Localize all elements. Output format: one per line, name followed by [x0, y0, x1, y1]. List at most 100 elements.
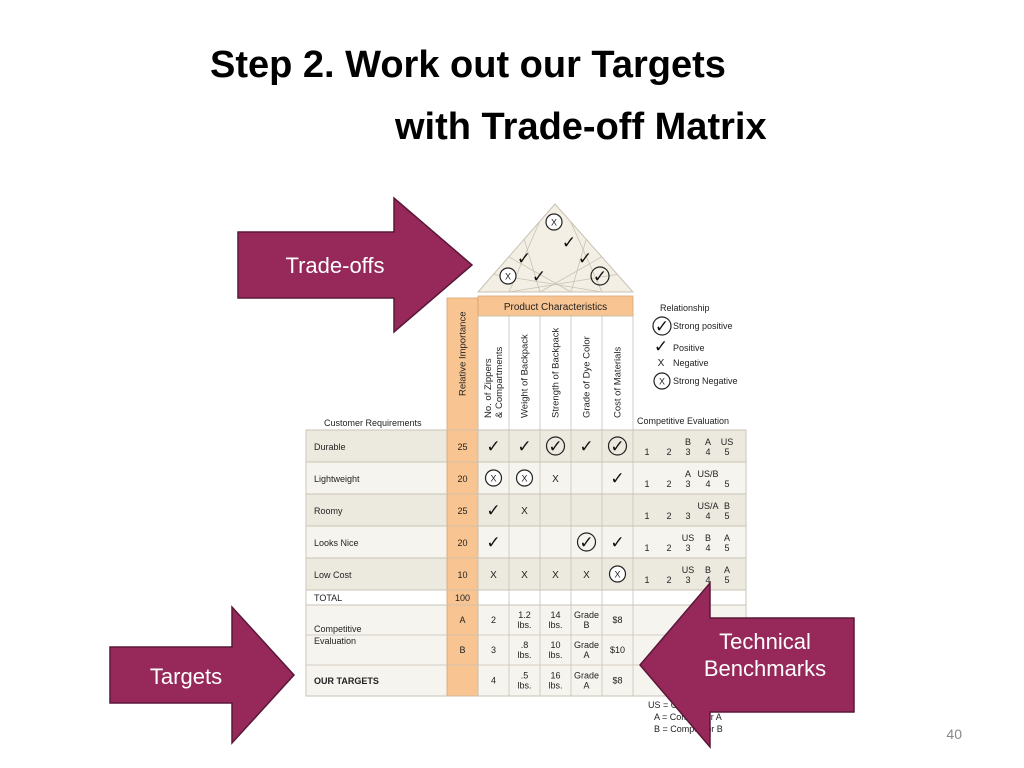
benchmark-value: Grade — [574, 610, 599, 620]
evaluation-scale-value: 1 — [644, 543, 649, 553]
legend-positive-icon: ✓ — [654, 337, 668, 357]
importance-value: 25 — [457, 506, 467, 516]
relationship-mark-strong-positive-icon — [545, 436, 566, 456]
relationship-mark-negative-icon: X — [490, 570, 497, 581]
roof-mark-positive-icon: ✓ — [578, 249, 592, 269]
evaluation-scale-value: 2 — [666, 511, 671, 521]
relationship-mark-strong-negative-icon: X — [521, 474, 527, 484]
characteristic-header: Grade of Dye Color — [582, 336, 593, 418]
roof-grid-line — [508, 256, 572, 293]
roof-grid-line — [570, 239, 587, 293]
evaluation-scale-value: 4 — [705, 447, 710, 457]
characteristic-header: Cost of Materials — [613, 346, 624, 418]
relationship-mark-strong-negative-icon: X — [490, 474, 496, 484]
requirement-row-band — [305, 525, 747, 559]
evaluation-competitor-mark: B — [685, 437, 691, 447]
evaluation-scale-value: 4 — [705, 543, 710, 553]
relationship-mark-positive-icon: ✓ — [579, 437, 593, 457]
evaluation-scale-value: 3 — [685, 511, 690, 521]
roof-mark-strong-positive-icon: ✓ — [593, 267, 607, 287]
roof-grid-line — [523, 239, 541, 293]
evaluation-scale-value: 1 — [644, 511, 649, 521]
relationship-mark-strong-positive-icon — [607, 436, 628, 456]
target-value: lbs. — [517, 681, 531, 691]
roof-mark-strong-negative-icon: X — [505, 272, 511, 282]
benchmark-value: $8 — [612, 615, 622, 625]
relationship-mark-negative-icon: X — [552, 570, 559, 581]
roof-grid-line — [539, 256, 602, 293]
slide-title-line2: with Trade-off Matrix — [395, 106, 767, 148]
roof-grid-line — [508, 274, 618, 293]
evaluation-competitor-mark: US — [682, 533, 695, 543]
target-value: .5 — [521, 671, 529, 681]
relationship-mark-strong-negative-icon — [515, 469, 534, 487]
benchmark-value: A — [583, 650, 589, 660]
evaluation-scale-value: 2 — [666, 479, 671, 489]
benchmarks-arrow — [639, 580, 855, 750]
roof-mark-strong-negative-icon: X — [551, 218, 557, 228]
evaluation-scale-value: 5 — [724, 543, 729, 553]
page-number: 40 — [946, 726, 962, 742]
total-label: TOTAL — [314, 593, 342, 603]
legend-strong-negative-icon — [653, 372, 671, 390]
relationship-mark-strong-positive-icon: ✓ — [610, 437, 624, 457]
target-value: Grade — [574, 671, 599, 681]
importance-value: 25 — [457, 442, 467, 452]
relationship-mark-strong-positive-icon — [576, 532, 597, 552]
benchmark-value: 14 — [550, 610, 560, 620]
relationship-mark-positive-icon: ✓ — [610, 533, 624, 553]
benchmark-value: 3 — [491, 645, 496, 655]
roof-mark-strong-negative-icon — [545, 213, 563, 231]
evaluation-competitor-mark: A — [705, 437, 711, 447]
characteristic-header: & Compartments — [494, 346, 505, 418]
relationship-mark-strong-negative-icon: X — [614, 570, 620, 580]
competitor-code: A — [459, 615, 465, 625]
customer-requirements-header: Customer Requirements — [324, 418, 422, 428]
benchmark-value: 10 — [550, 640, 560, 650]
importance-value: 20 — [457, 474, 467, 484]
legend-strong-positive: Strong positive — [673, 321, 733, 331]
relationship-mark-strong-negative-icon — [608, 565, 627, 583]
requirement-name: Looks Nice — [314, 538, 359, 548]
evaluation-competitor-mark: B — [705, 533, 711, 543]
target-value: $8 — [612, 676, 622, 686]
evaluation-scale-value: 4 — [705, 479, 710, 489]
benchmark-value: 1.2 — [518, 610, 531, 620]
target-value: 4 — [491, 676, 496, 686]
evaluation-competitor-mark: US — [682, 565, 695, 575]
benchmark-value: lbs. — [517, 620, 531, 630]
requirement-name: Roomy — [314, 506, 343, 516]
evaluation-competitor-mark: A — [724, 533, 730, 543]
competitive-evaluation-label: Evaluation — [314, 636, 356, 646]
roof-mark-strong-negative-icon — [499, 267, 517, 285]
benchmarks-label-line1: Technical — [719, 629, 811, 654]
roof-mark-positive-icon: ✓ — [562, 233, 576, 253]
evaluation-scale-value: 3 — [685, 543, 690, 553]
relationship-mark-positive-icon: ✓ — [610, 469, 624, 489]
legend-title: Relationship — [660, 303, 710, 313]
evaluation-competitor-mark: A — [685, 469, 691, 479]
evaluation-scale-value: 4 — [705, 511, 710, 521]
evaluation-competitor-mark: US/A — [697, 501, 718, 511]
evaluation-competitor-mark: B — [705, 565, 711, 575]
relationship-mark-negative-icon: X — [552, 474, 559, 485]
evaluation-competitor-mark: A — [724, 565, 730, 575]
benchmark-value: .8 — [521, 640, 529, 650]
evaluation-scale-value: 4 — [705, 575, 710, 585]
relationship-mark-strong-positive-icon: ✓ — [579, 533, 593, 553]
benchmark-value: B — [583, 620, 589, 630]
legend-strong-negative-icon: X — [659, 377, 665, 387]
requirement-name: Durable — [314, 442, 346, 452]
tradeoffs-label: Trade-offs — [285, 253, 385, 278]
requirement-row-band — [305, 429, 747, 463]
importance-column — [446, 297, 479, 697]
roof-grid-line — [570, 221, 603, 293]
relationship-mark-positive-icon: ✓ — [486, 437, 500, 457]
legend-positive: Positive — [673, 343, 705, 353]
benchmark-value: lbs. — [517, 650, 531, 660]
evaluation-scale-value: 1 — [644, 479, 649, 489]
roof-mark-positive-icon: ✓ — [532, 267, 546, 287]
relationship-mark-positive-icon: ✓ — [517, 437, 531, 457]
relationship-mark-strong-negative-icon — [484, 469, 503, 487]
